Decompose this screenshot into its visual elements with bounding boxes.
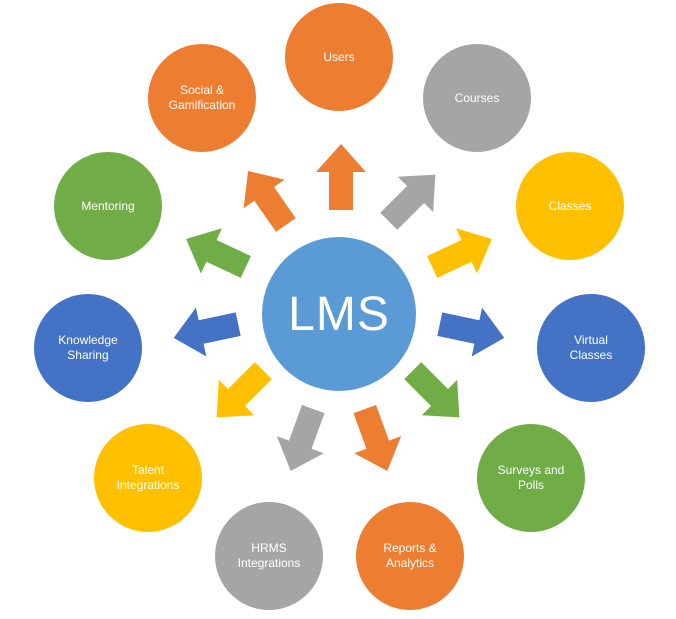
- center-hub-lms: LMS: [262, 237, 416, 391]
- node-label: Social & Gamification: [168, 83, 236, 112]
- arrow-to-hrms-integrations-icon: [267, 400, 337, 479]
- arrow-to-users-icon: [316, 144, 366, 210]
- node-reports-and-analytics: Reports & Analytics: [356, 502, 464, 610]
- node-virtual-classes: Virtual Classes: [537, 294, 645, 402]
- node-mentoring: Mentoring: [54, 152, 162, 260]
- arrow-to-surveys-and-polls-icon: [395, 353, 477, 435]
- node-label: Knowledge Sharing: [58, 333, 118, 362]
- node-knowledge-sharing: Knowledge Sharing: [34, 294, 142, 402]
- node-talent-integrations: Talent Integrations: [94, 424, 202, 532]
- arrow-to-reports-and-analytics-icon: [341, 400, 411, 479]
- node-label: Talent Integrations: [116, 463, 180, 492]
- arrow-to-mentoring-icon: [176, 216, 257, 289]
- arrow-to-knowledge-sharing-icon: [169, 300, 244, 363]
- node-hrms-integrations: HRMS Integrations: [215, 502, 323, 610]
- node-users: Users: [285, 3, 393, 111]
- node-label: Virtual Classes: [569, 333, 613, 362]
- node-label: Courses: [454, 90, 500, 105]
- node-social-and-gamification: Social & Gamification: [148, 44, 256, 152]
- node-label: HRMS Integrations: [237, 541, 301, 570]
- node-label: Surveys and Polls: [497, 463, 565, 492]
- node-courses: Courses: [423, 44, 531, 152]
- node-label: Reports & Analytics: [383, 541, 437, 570]
- node-label: Users: [323, 49, 355, 64]
- arrow-to-talent-integrations-icon: [199, 353, 281, 435]
- arrow-to-classes-icon: [422, 216, 503, 289]
- node-label: Classes: [548, 198, 592, 213]
- arrow-to-virtual-classes-icon: [435, 300, 510, 363]
- node-surveys-and-polls: Surveys and Polls: [477, 424, 585, 532]
- center-hub-label: LMS: [288, 287, 390, 341]
- arrow-to-social-and-gamification-icon: [228, 157, 307, 240]
- arrow-to-courses-icon: [371, 157, 453, 239]
- node-classes: Classes: [516, 152, 624, 260]
- node-label: Mentoring: [81, 198, 135, 213]
